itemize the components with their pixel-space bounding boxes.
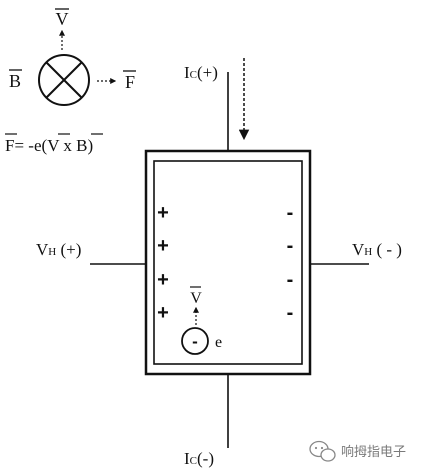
svg-text:IC(+): IC(+) xyxy=(184,63,218,82)
negative-charge: - xyxy=(287,235,294,257)
svg-text:VH (+): VH (+) xyxy=(36,240,81,259)
negative-charges: - - - - xyxy=(287,202,294,324)
svg-text:B: B xyxy=(9,71,21,91)
positive-charge: + xyxy=(157,235,169,257)
negative-charge: - xyxy=(287,202,294,224)
positive-charge: + xyxy=(157,202,169,224)
field-legend: V B F xyxy=(9,8,136,106)
svg-text:e: e xyxy=(215,334,222,351)
svg-text:F= -e(V x B): F= -e(V x B) xyxy=(5,136,93,155)
watermark: 响拇指电子 xyxy=(309,440,406,462)
svg-text:IC(-): IC(-) xyxy=(184,449,214,468)
svg-text:响拇指电子: 响拇指电子 xyxy=(341,444,406,460)
lorentz-force-equation: F= -e(V x B) xyxy=(5,133,103,155)
hall-voltage-positive-terminal: VH (+) xyxy=(36,240,146,265)
current-output-terminal: IC(-) xyxy=(184,374,229,468)
current-input-terminal: IC(+) xyxy=(184,63,229,151)
velocity-vector-label: V xyxy=(55,8,69,29)
field-vector-label: B xyxy=(9,69,22,91)
svg-text:F: F xyxy=(125,72,135,92)
electron-icon xyxy=(181,327,209,355)
hall-plate xyxy=(144,149,312,376)
positive-charge: + xyxy=(157,269,169,291)
svg-text:VH ( - ): VH ( - ) xyxy=(352,240,402,259)
field-into-page-icon xyxy=(38,54,90,106)
positive-charge: + xyxy=(157,302,169,324)
svg-text:V: V xyxy=(190,290,202,307)
hall-voltage-negative-terminal: VH ( - ) xyxy=(310,240,402,265)
force-vector-label: F xyxy=(123,70,136,92)
wechat-icon xyxy=(309,440,336,462)
electron: V - e xyxy=(181,286,222,355)
svg-text:V: V xyxy=(56,9,69,29)
negative-charge: - xyxy=(287,269,294,291)
positive-charges: + + + + xyxy=(157,202,169,324)
negative-charge: - xyxy=(287,302,294,324)
svg-text:-: - xyxy=(192,332,198,351)
